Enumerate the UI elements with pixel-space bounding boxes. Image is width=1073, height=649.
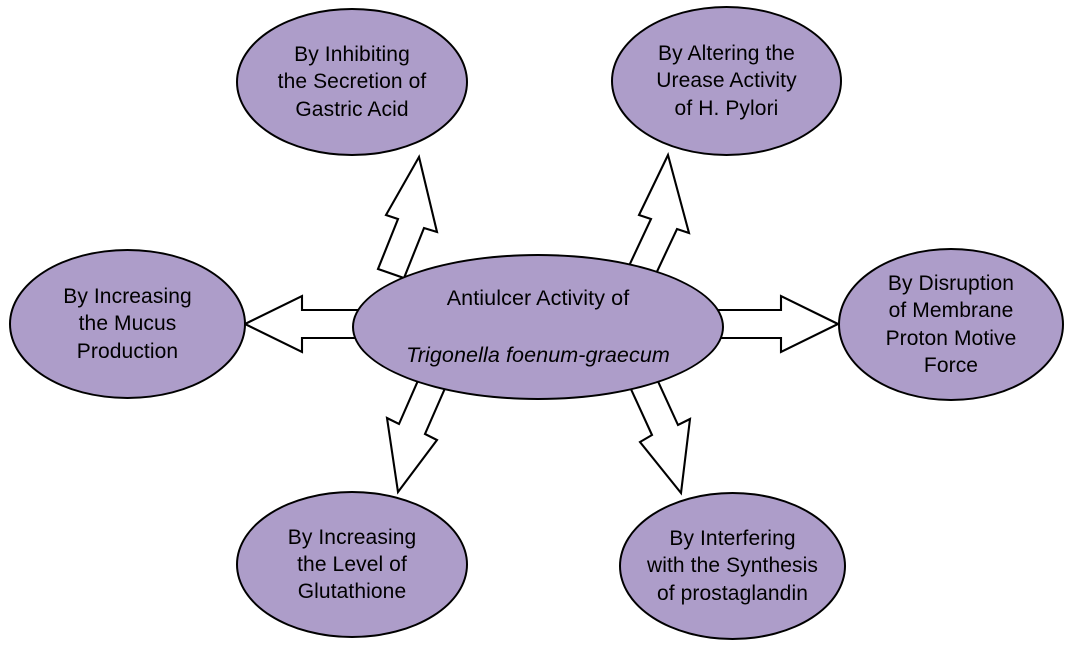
node-glutathione-label: By Increasing the Level of Glutathione [287, 525, 417, 604]
center-node-label: Antiulcer Activity of Trigonella foenum-… [354, 256, 722, 398]
center-node-line-1: Antiulcer Activity of [446, 286, 630, 311]
arrow-to-inhibiting-gastric-acid [376, 154, 439, 280]
node-prostaglandin[interactable]: By Interfering with the Synthesis of pro… [619, 492, 846, 640]
node-mucus-production[interactable]: By Increasing the Mucus Production [9, 249, 246, 399]
node-inhibiting-gastric-acid[interactable]: By Inhibiting the Secretion of Gastric A… [236, 8, 468, 156]
node-mucus-production-label: By Increasing the Mucus Production [63, 285, 192, 363]
center-node-line-2: Trigonella foenum-graecum [406, 343, 670, 368]
node-inhibiting-gastric-acid-label: By Inhibiting the Secretion of Gastric A… [277, 43, 427, 121]
node-proton-motive-force[interactable]: By Disruption of Membrane Proton Motive … [838, 248, 1064, 401]
node-proton-motive-force-label: By Disruption of Membrane Proton Motive … [885, 271, 1017, 377]
arrow-to-mucus-production [242, 294, 360, 354]
center-node[interactable]: Antiulcer Activity of Trigonella foenum-… [352, 254, 724, 400]
arrow-to-proton-motive-force [716, 294, 841, 354]
node-urease-activity-label: By Altering the Urease Activity of H. Py… [656, 42, 797, 120]
node-prostaglandin-label: By Interfering with the Synthesis of pro… [646, 527, 819, 605]
node-glutathione[interactable]: By Increasing the Level of Glutathione [236, 491, 468, 638]
node-urease-activity[interactable]: By Altering the Urease Activity of H. Py… [611, 6, 842, 156]
